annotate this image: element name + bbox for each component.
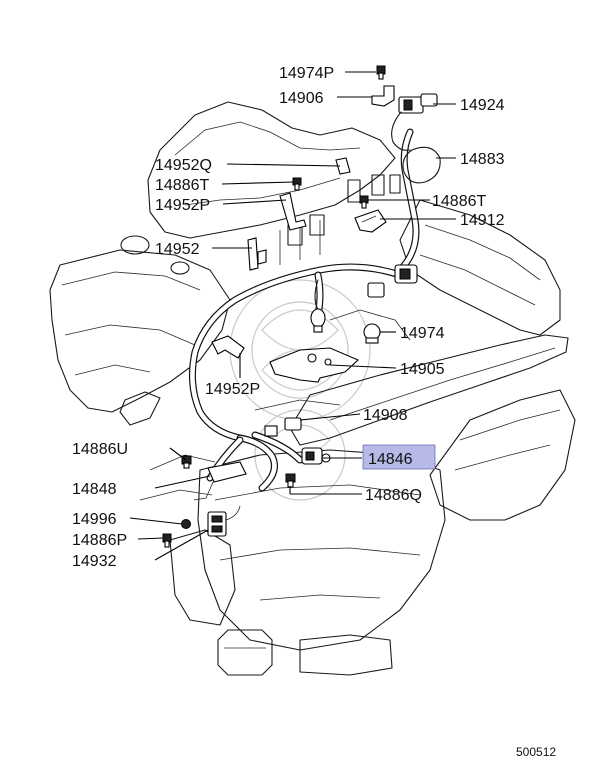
label-14974[interactable]: 14974	[400, 325, 445, 342]
bolt-14886q	[285, 473, 296, 488]
label-14906[interactable]: 14906	[279, 90, 324, 107]
sensor-14908	[264, 417, 302, 437]
label-14932[interactable]: 14932	[72, 553, 117, 570]
label-14886p[interactable]: 14886P	[72, 532, 127, 549]
leader-lines	[129, 71, 456, 561]
engine-block	[49, 101, 576, 676]
bracket-14952p-bottom	[211, 335, 245, 359]
bolt-14974p	[376, 65, 386, 80]
label-14924[interactable]: 14924	[460, 97, 505, 114]
bolt-14886t-left	[292, 177, 302, 191]
label-14952p-bottom[interactable]: 14952P	[205, 381, 260, 398]
bracket-14905	[269, 347, 359, 383]
label-14974p[interactable]: 14974P	[279, 65, 334, 82]
bolt-14886t-right	[359, 195, 369, 209]
bracket-14952p-top	[279, 192, 307, 231]
label-14886q[interactable]: 14886Q	[365, 487, 422, 504]
label-14886t-left[interactable]: 14886T	[155, 177, 209, 194]
label-14996[interactable]: 14996	[72, 511, 117, 528]
label-14905[interactable]: 14905	[400, 361, 445, 378]
bracket-14952q	[335, 157, 351, 175]
sensor-14848	[193, 461, 247, 501]
bracket-14952	[247, 237, 267, 271]
parts	[162, 65, 441, 548]
label-14886t-right[interactable]: 14886T	[432, 193, 486, 210]
diagram-reference-number: 500512	[516, 745, 556, 759]
label-14886u[interactable]: 14886U	[72, 441, 128, 458]
nut-14996	[181, 519, 191, 529]
label-14952p-top[interactable]: 14952P	[155, 197, 210, 214]
wire-14883	[402, 146, 441, 184]
bolt-14886p	[162, 533, 172, 548]
label-14908[interactable]: 14908	[363, 407, 408, 424]
bracket-14912	[354, 209, 387, 233]
sensor-14846	[301, 447, 331, 465]
sensor-14924	[391, 93, 438, 151]
bolt-14886u	[181, 455, 192, 469]
label-14883[interactable]: 14883	[460, 151, 505, 168]
sensor-center	[310, 279, 326, 333]
label-14912[interactable]: 14912	[460, 212, 505, 229]
plug-14974	[363, 323, 381, 344]
clip-14906	[371, 85, 395, 107]
label-14952q[interactable]: 14952Q	[155, 157, 212, 174]
harness-connector	[367, 264, 418, 298]
highlight-box-14846	[362, 444, 436, 470]
label-14846[interactable]: 14846	[368, 451, 413, 468]
part-labels[interactable]: 14974P 14906 14924 14883 14952Q 14886T 1…	[72, 65, 505, 570]
label-14848[interactable]: 14848	[72, 481, 117, 498]
label-14952[interactable]: 14952	[155, 241, 200, 258]
connector-14932	[207, 505, 241, 537]
